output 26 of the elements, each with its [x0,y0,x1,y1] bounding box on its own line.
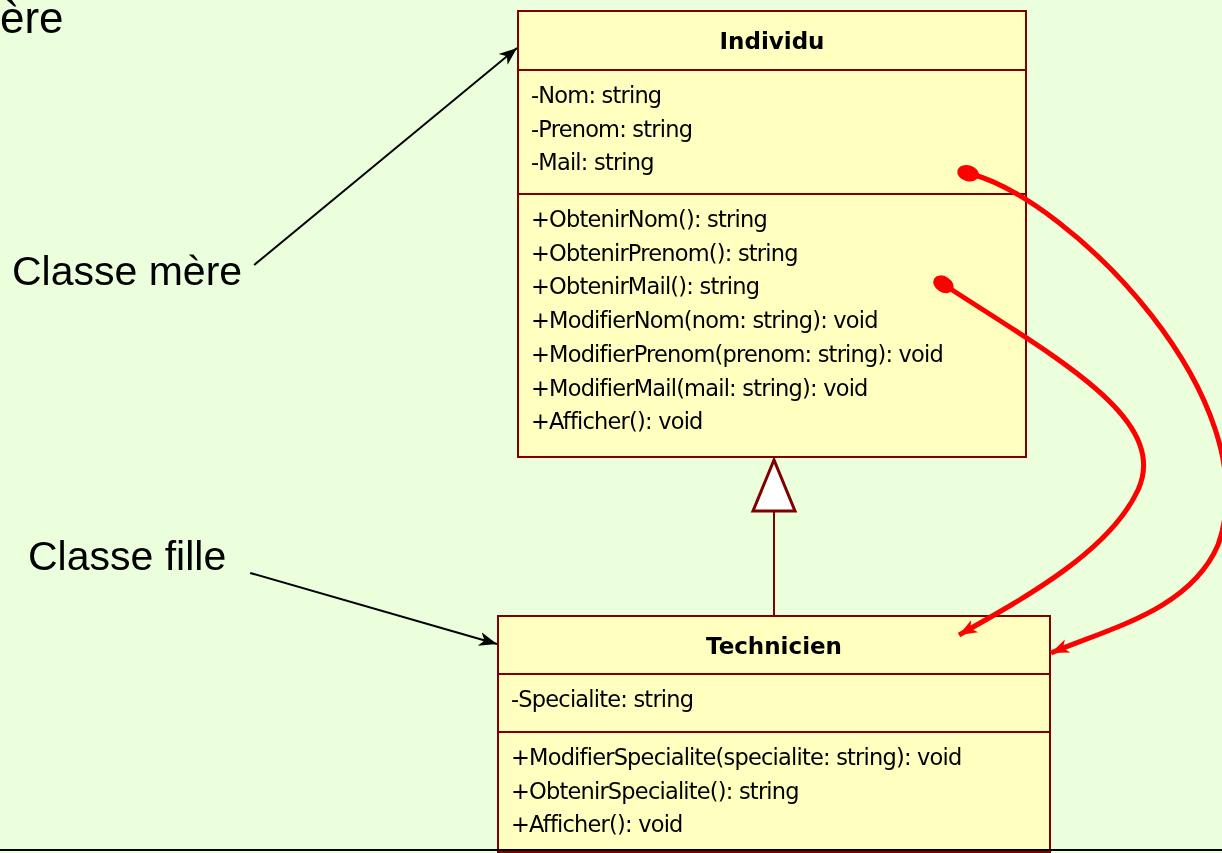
attribute-text: -Mail: string [531,148,654,178]
class-box [517,10,1027,458]
method-text: +ModifierPrenom(prenom: string): void [531,339,943,369]
heading-fragment: ère [0,0,64,43]
annotation-text: Classe mère [12,246,243,296]
method-text: +ModifierMail(mail: string): void [531,373,868,403]
method-text: +ModifierNom(nom: string): void [531,306,878,336]
method-text: +ObtenirNom(): string [531,205,767,234]
method-text: +ObtenirPrenom(): string [531,238,798,268]
method-text: +ObtenirMail(): string [531,272,760,302]
method-text: +ModifierSpecialite(specialite: string): void [511,743,962,772]
curved-arrow [933,275,1146,638]
method-text: +Afficher(): void [511,810,683,840]
attribute-text: -Specialite: string [511,685,694,714]
annotation-text: Classe fille [28,531,227,581]
method-text: +ObtenirSpecialite(): string [511,776,799,806]
attribute-text: -Nom: string [531,81,662,110]
class-box [497,615,1051,853]
class-name: Technicien [706,633,842,659]
method-text: +Afficher(): void [531,407,703,437]
class-name: Individu [719,28,825,54]
arrow [253,47,518,266]
attribute-text: -Prenom: string [531,114,693,144]
inheritance-arrow [751,458,797,616]
curved-arrow [957,164,1222,656]
arrow [249,572,498,646]
